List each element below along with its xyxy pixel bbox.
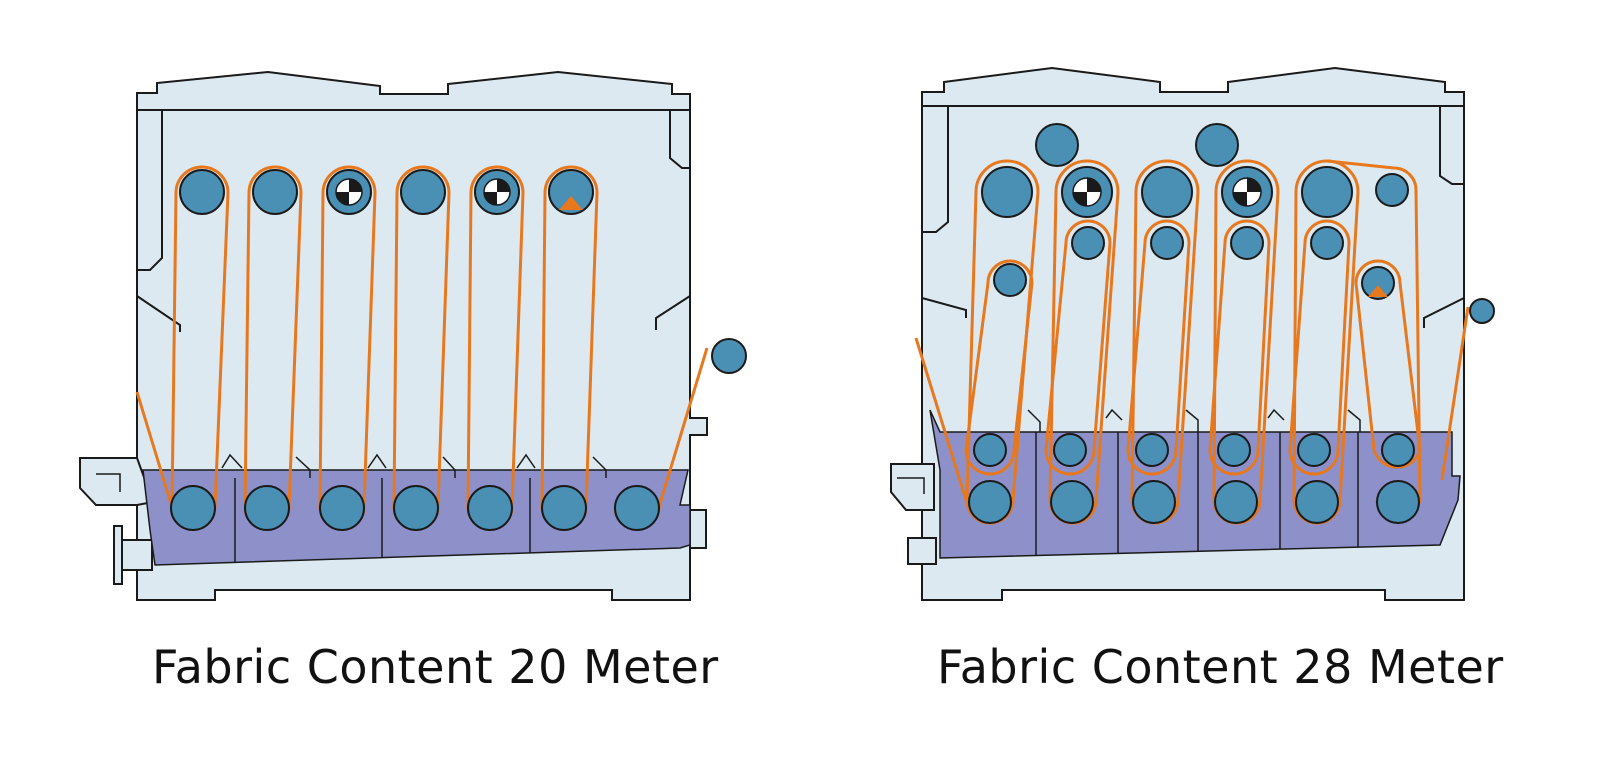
guide-hooks <box>221 453 607 478</box>
inlet-block <box>79 457 155 506</box>
guide-hooks <box>1027 408 1361 432</box>
sensor-icon <box>483 178 511 206</box>
caption-20-meter: Fabric Content 20 Meter <box>152 640 719 694</box>
compartment-dividers <box>1035 432 1359 555</box>
inner-wall-right <box>669 110 690 169</box>
caption-28-meter: Fabric Content 28 Meter <box>937 640 1504 694</box>
sensor-icon <box>335 178 363 206</box>
mid-rollers <box>993 226 1395 300</box>
baffle-left <box>921 297 967 318</box>
exit-roller <box>1469 298 1495 324</box>
baffle-right <box>655 295 691 330</box>
inlet-detail <box>897 477 925 494</box>
machine-28m <box>890 66 1495 601</box>
valve-flange <box>121 539 153 571</box>
valve-stem <box>113 525 123 585</box>
valve-flange <box>907 537 937 565</box>
inlet-detail <box>96 473 121 492</box>
exit-roller <box>711 338 747 374</box>
drive-marker-icon <box>559 196 583 210</box>
inner-wall-left <box>922 106 949 233</box>
top-cover <box>136 70 691 111</box>
inlet-block <box>890 463 935 511</box>
baffle-right <box>1423 297 1465 328</box>
top-cover <box>921 66 1465 107</box>
bath-rollers <box>170 485 660 531</box>
dye-bath <box>929 409 1461 559</box>
bath-rollers <box>968 433 1420 524</box>
outlet-fitting <box>689 509 707 549</box>
drive-marker-icon <box>1368 285 1388 297</box>
baffle-left <box>136 295 181 332</box>
inner-wall-right <box>1439 106 1464 185</box>
machine-20m <box>79 70 747 601</box>
sensor-icon <box>1232 177 1262 207</box>
inner-wall-left <box>137 110 163 271</box>
sensor-icon <box>1072 177 1102 207</box>
